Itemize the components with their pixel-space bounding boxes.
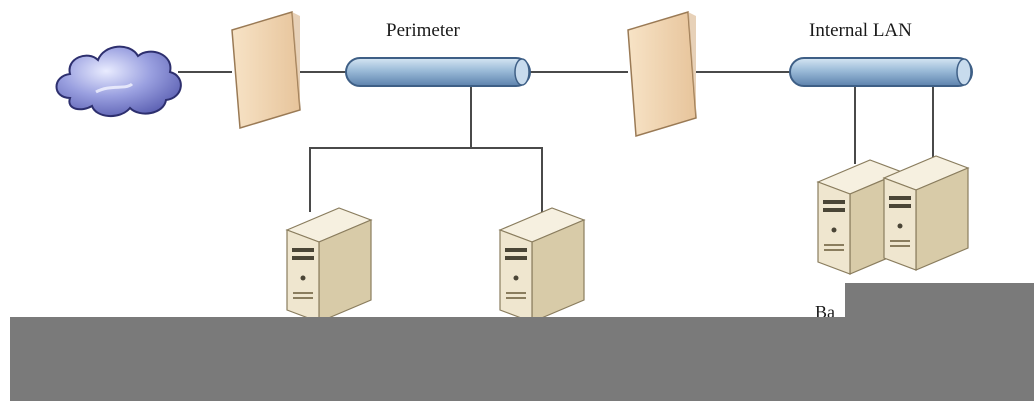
perimeter-label: Perimeter [386,20,460,41]
firewall-icon [627,11,697,137]
link-perimeter-servers [309,147,543,212]
server-icon [285,207,373,323]
network-bus-icon [789,57,973,87]
connection-lines [178,71,934,212]
firewall-icon [231,11,301,129]
cloud-icon [55,45,182,117]
redaction-block [10,317,1034,401]
server-icon [498,207,586,323]
internal-lan-label: Internal LAN [809,20,912,41]
server-icon [816,159,904,275]
network-bus-icon [345,57,531,87]
server-icon [882,155,970,271]
redaction-block-upper [845,283,1034,317]
